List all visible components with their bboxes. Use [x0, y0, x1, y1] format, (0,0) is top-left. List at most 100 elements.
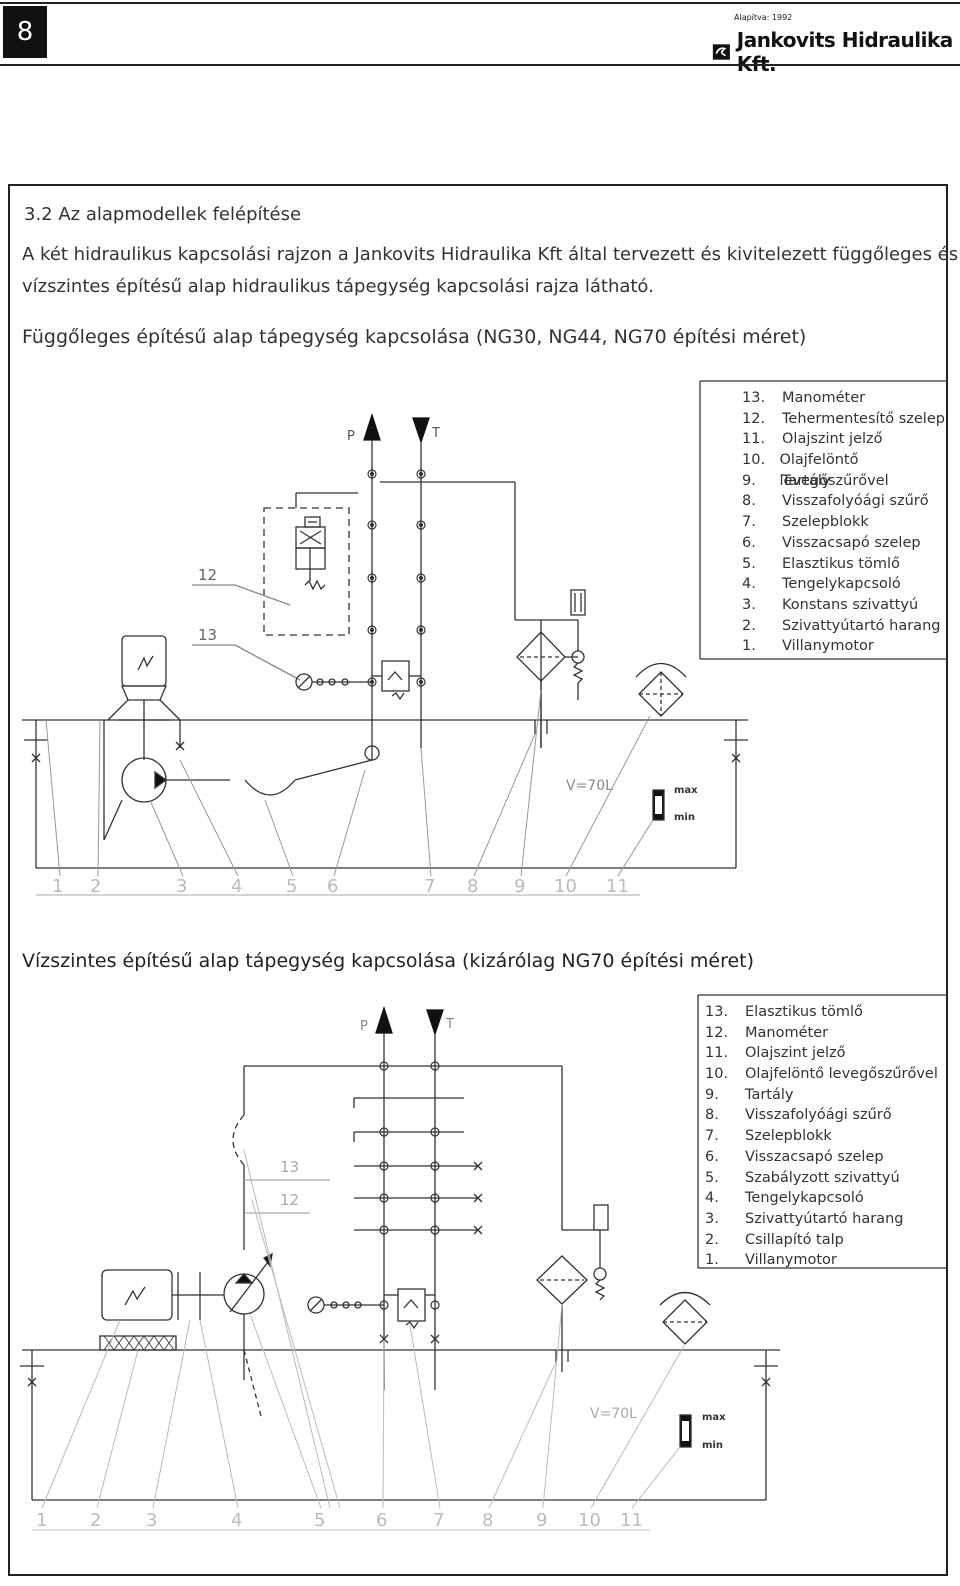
- company-logo-icon: [712, 44, 730, 60]
- legend-item: 2.Csillapító talp: [705, 1230, 938, 1251]
- legend-item: 5. Szabályzott szivattyú: [705, 1168, 938, 1189]
- legend-item: 10.Olajfelöntő levegőszűrővel: [742, 450, 960, 489]
- relief-valve-icon: [397, 1288, 426, 1322]
- callout-12: 12: [198, 566, 217, 584]
- legend-item: 3. Konstans szivattyú: [742, 595, 960, 616]
- diagram2-bottom-number: 1: [36, 1510, 47, 1531]
- legend-label: Tengelykapcsoló: [782, 576, 901, 593]
- legend-label: Szabályzott szivattyú: [745, 1169, 900, 1186]
- legend-label: Szelepblokk: [782, 514, 869, 531]
- intro-line-1: A két hidraulikus kapcsolási rajzon a Ja…: [22, 244, 959, 265]
- diagram1-bottom-number: 9: [514, 876, 525, 897]
- legend-number: 13.: [705, 1004, 729, 1020]
- legend-item: 7. Szelepblokk: [742, 512, 960, 533]
- legend-label: Visszacsapó szelep: [782, 534, 921, 551]
- legend-label: Szivattyútartó harang: [782, 617, 941, 634]
- legend-item: 4. Tengelykapcsoló: [742, 574, 960, 595]
- legend-item: 6.Visszacsapó szelep: [742, 533, 960, 554]
- legend-item: 13. Elasztikus tömlő: [705, 1002, 938, 1023]
- legend-label: Elasztikus tömlő: [745, 1004, 863, 1020]
- diagram2-bottom-number: 6: [376, 1510, 387, 1531]
- legend-label: Olajszint jelző: [782, 431, 883, 448]
- legend-label: Olajfelöntő levegőszűrővel: [779, 452, 889, 489]
- electric-motor-icon: [101, 1269, 173, 1321]
- level-max: max: [674, 785, 698, 796]
- legend-label: Szelepblokk: [745, 1128, 832, 1145]
- diagram1-bottom-number: 5: [286, 876, 297, 897]
- callout-12-d2: 12: [280, 1191, 299, 1209]
- diagram1-bottom-number: 1: [52, 876, 63, 897]
- legend-label: Villanymotor: [782, 638, 874, 655]
- legend-item: 4.Tengelykapcsoló: [705, 1188, 938, 1209]
- legend-number: 5.: [705, 1169, 719, 1186]
- level-max-2: max: [702, 1412, 726, 1423]
- diagram2-title: Vízszintes építésű alap tápegység kapcso…: [22, 950, 755, 972]
- legend-number: 6.: [705, 1148, 719, 1165]
- legend-item: 9.Tartály: [705, 1085, 938, 1106]
- legend-number: 8.: [705, 1107, 719, 1124]
- legend-label: Manométer: [782, 390, 866, 406]
- legend-label: Konstans szivattyú: [782, 596, 919, 613]
- legend-number: 7.: [742, 514, 756, 531]
- diagram2-bottom-number: 8: [482, 1510, 493, 1531]
- diagram2-bottom-number: 2: [90, 1510, 101, 1531]
- clogging-indicator-icon: [570, 589, 586, 616]
- legend-number: 4.: [742, 576, 756, 593]
- legend-number: 9.: [742, 472, 756, 489]
- diagram2-bottom-number: 4: [231, 1510, 242, 1531]
- section-title: 3.2 Az alapmodellek felépítése: [24, 204, 302, 225]
- legend-item: 1.Villanymotor: [705, 1250, 938, 1271]
- founded-note: Alapítva: 1992: [734, 13, 793, 22]
- tank-port-arrow: [426, 1009, 444, 1037]
- diagram1-schematic: P T: [22, 380, 948, 897]
- legend-number: 8.: [742, 493, 756, 510]
- tank-port-arrow: [412, 417, 430, 445]
- electric-motor-icon: [121, 635, 167, 687]
- legend-item: 9. Tartály: [742, 471, 960, 492]
- legend-item: 1. Villanymotor: [742, 636, 960, 657]
- legend-item: 6.Visszacsapó szelep: [705, 1147, 938, 1168]
- diagram2-bottom-number: 7: [433, 1510, 444, 1531]
- legend-item: 12. Manométer: [705, 1023, 938, 1044]
- pressure-port-arrow: [363, 412, 381, 441]
- relief-valve-icon: [381, 660, 410, 692]
- legend-number: 7.: [705, 1128, 719, 1145]
- legend-label: Olajszint jelző: [745, 1045, 846, 1062]
- legend-label: Tehermentesítő szelep: [782, 410, 945, 427]
- legend-item: 12. Tehermentesítő szelep: [742, 409, 960, 430]
- legend-label: Manométer: [745, 1024, 829, 1041]
- legend-number: 3.: [705, 1210, 719, 1227]
- legend-number: 12.: [742, 410, 766, 427]
- clogging-indicator-icon: [593, 1204, 609, 1231]
- level-min: min: [674, 812, 695, 823]
- legend-number: 1.: [742, 638, 756, 655]
- port-t-label: T: [431, 426, 440, 441]
- legend-label: Elasztikus tömlő: [782, 555, 900, 572]
- legend-number: 12.: [705, 1024, 729, 1041]
- diagram1-bottom-number: 2: [90, 876, 101, 897]
- legend-label: Szivattyútartó harang: [745, 1210, 904, 1227]
- callout-13-d2: 13: [280, 1158, 299, 1176]
- diagram2-bottom-number: 11: [620, 1510, 643, 1531]
- legend-label: Tartály: [782, 472, 831, 489]
- diagram1-bottom-number: 7: [424, 876, 435, 897]
- legend-label: Tengelykapcsoló: [745, 1190, 864, 1207]
- legend-label: Tartály: [745, 1086, 794, 1103]
- legend-item: 7. Szelepblokk: [705, 1126, 938, 1147]
- port-p-label-2: P: [360, 1019, 368, 1034]
- legend-label: Olajfelöntő levegőszűrővel: [745, 1066, 938, 1083]
- legend-label: Csillapító talp: [745, 1231, 844, 1248]
- diagram1-bottom-number: 10: [554, 876, 577, 897]
- legend-number: 3.: [742, 596, 756, 613]
- diagram1-bottom-number: 8: [467, 876, 478, 897]
- legend-number: 10.: [705, 1066, 729, 1083]
- tank-volume-label-2: V=70L: [590, 1406, 637, 1422]
- diagram1-bottom-number: 11: [606, 876, 629, 897]
- legend-item: 11.Olajszint jelző: [742, 429, 960, 450]
- diagram2-bottom-number: 3: [146, 1510, 157, 1531]
- legend-label: Visszafolyóági szűrő: [745, 1107, 892, 1124]
- header-bottom-rule: [0, 64, 960, 66]
- diagram2-bottom-number: 5: [314, 1510, 325, 1531]
